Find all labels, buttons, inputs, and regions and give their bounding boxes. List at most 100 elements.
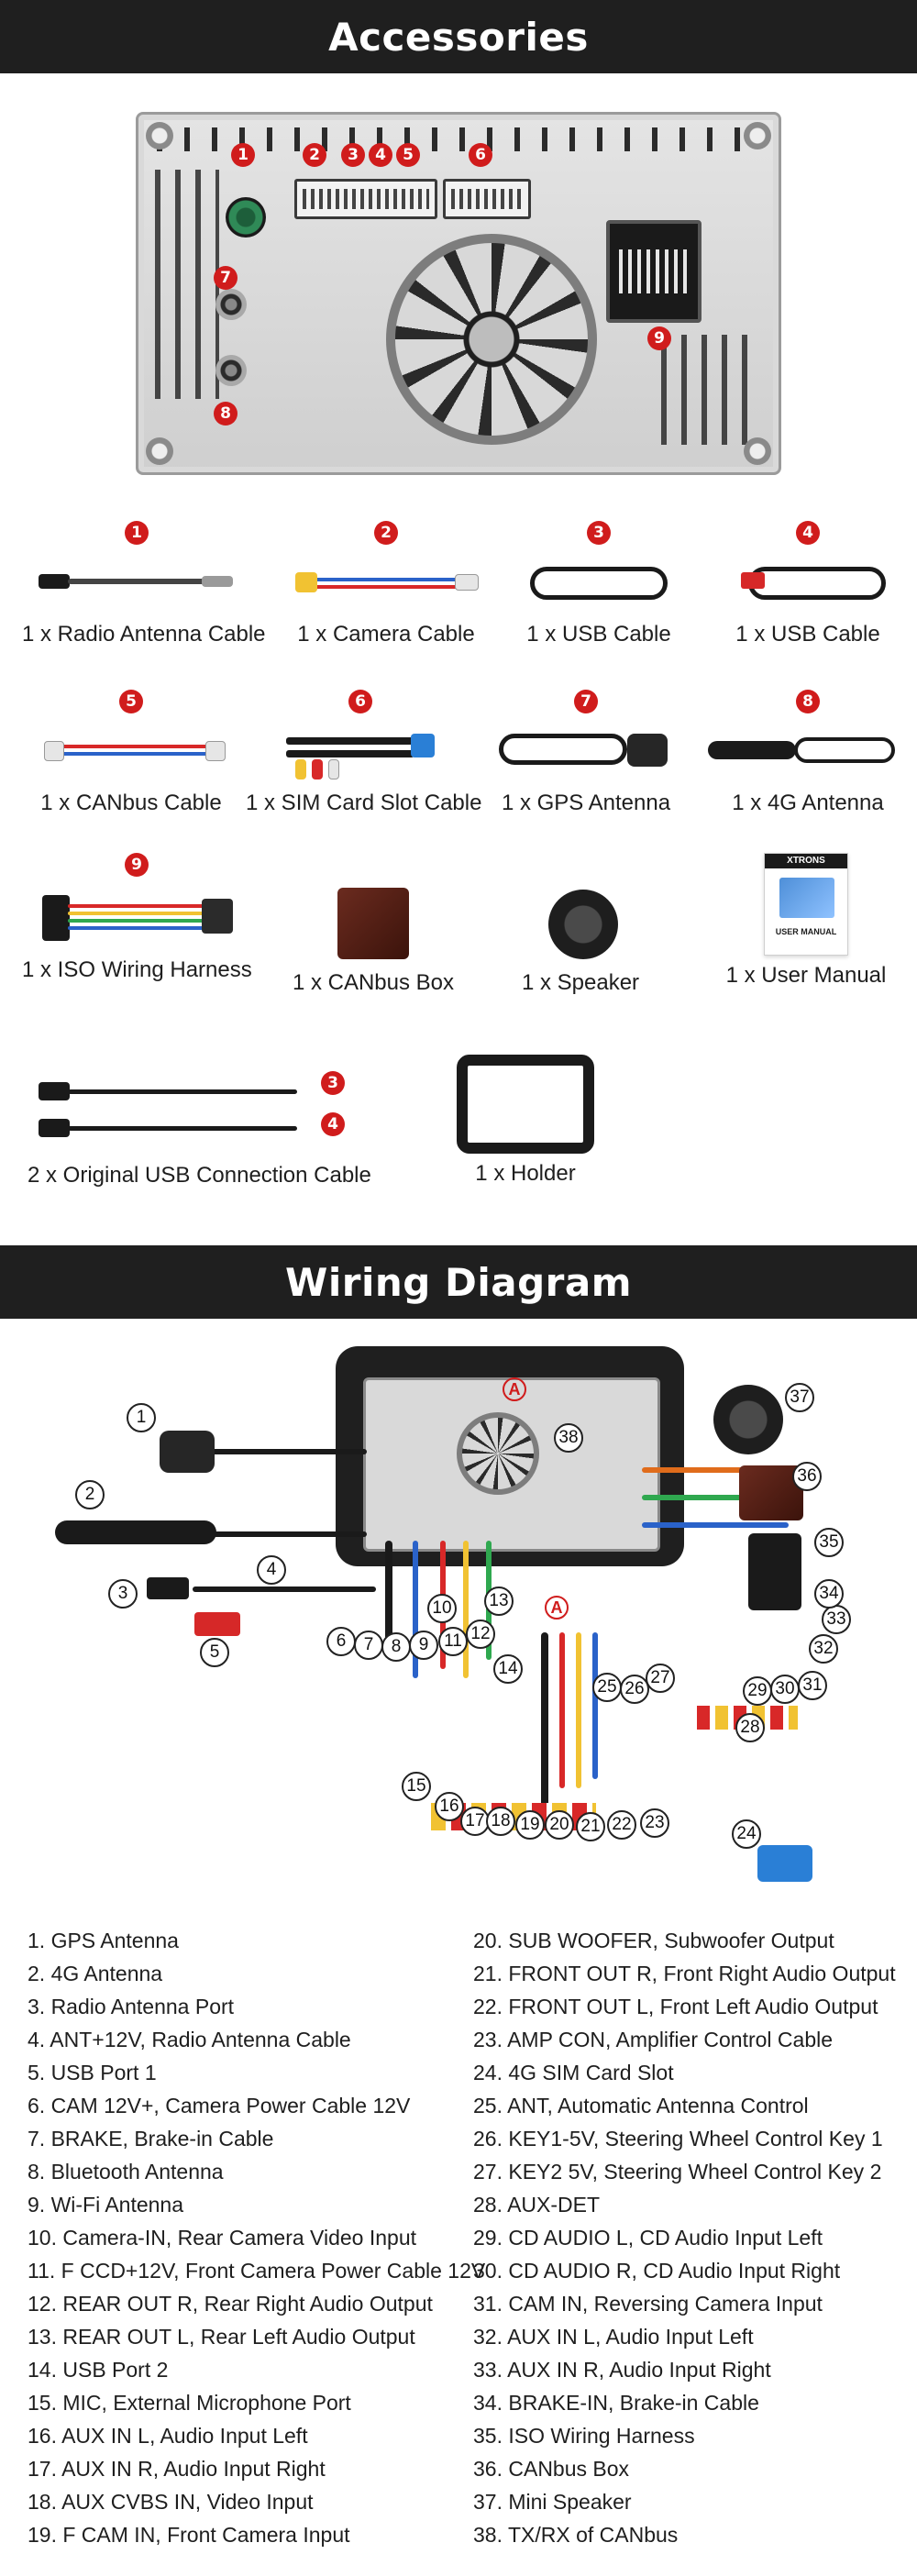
canbus-box-image [259, 886, 488, 963]
legend-item: 33. AUX IN R, Audio Input Right [473, 2358, 771, 2382]
wire [642, 1495, 789, 1500]
mini-speaker-device [713, 1385, 783, 1454]
iso-socket [606, 220, 702, 323]
wiring-callout-13: 13 [484, 1587, 514, 1616]
accessory-badge: 5 [119, 690, 143, 713]
accessory-label: 1 x Radio Antenna Cable [22, 622, 266, 647]
wiring-legend-right: 20. SUB WOOFER, Subwoofer Output 21. FRO… [473, 1924, 896, 2551]
accessory-label: 1 x CANbus Cable [40, 790, 222, 815]
accessory-canbus-cable: 5 1 x CANbus Cable [17, 690, 246, 816]
accessory-gps-antenna: 7 1 x GPS Antenna [471, 690, 701, 816]
unit-badge-6: 6 [469, 143, 492, 167]
wire [413, 1541, 418, 1678]
sim-card-slot-device [757, 1845, 812, 1882]
legend-item: 32. AUX IN L, Audio Input Left [473, 2325, 754, 2349]
camera-cable-image [271, 554, 501, 614]
legend-item: 10. Camera-IN, Rear Camera Video Input [28, 2226, 416, 2250]
wiring-callout-16: 16 [435, 1792, 464, 1821]
accessories-title: Accessories [328, 14, 589, 60]
legend-item: 27. KEY2 5V, Steering Wheel Control Key … [473, 2160, 882, 2184]
legend-item: 3. Radio Antenna Port [28, 1995, 235, 2018]
holder-image [411, 1051, 640, 1154]
wire [559, 1632, 565, 1788]
unit-badge-8: 8 [214, 402, 238, 426]
legend-item: 22. FRONT OUT L, Front Left Audio Output [473, 1995, 878, 2018]
mount-screw [146, 437, 173, 465]
usb-port-1 [194, 1612, 240, 1636]
cooling-fan [386, 234, 597, 445]
wire [211, 1531, 367, 1537]
wiring-callout-20: 20 [545, 1810, 574, 1840]
wire [642, 1467, 789, 1473]
wire [541, 1632, 548, 1807]
legend-item: 20. SUB WOOFER, Subwoofer Output [473, 1929, 834, 1952]
mount-screw [744, 437, 771, 465]
legend-item: 6. CAM 12V+, Camera Power Cable 12V [28, 2094, 411, 2117]
accessory-badge: 9 [125, 853, 149, 877]
accessory-label: 1 x Camera Cable [297, 622, 475, 647]
wire [592, 1632, 598, 1779]
vent-slots-right [661, 335, 762, 445]
accessory-label: 1 x 4G Antenna [732, 790, 884, 815]
accessory-label: 1 x SIM Card Slot Cable [246, 790, 482, 815]
wiring-callout-36: 36 [792, 1462, 822, 1491]
wiring-callout-8: 8 [381, 1632, 411, 1662]
accessory-iso-wiring-harness: 9 1 x ISO Wiring Harness [22, 853, 252, 983]
legend-item: 34. BRAKE-IN, Brake-in Cable [473, 2391, 759, 2415]
legend-item: 7. BRAKE, Brake-in Cable [28, 2127, 274, 2150]
legend-item: 18. AUX CVBS IN, Video Input [28, 2490, 314, 2514]
legend-item: 4. ANT+12V, Radio Antenna Cable [28, 2028, 351, 2051]
legend-item: 15. MIC, External Microphone Port [28, 2391, 351, 2415]
legend-item: 28. AUX-DET [473, 2193, 601, 2217]
unit-badge-7: 7 [214, 266, 238, 290]
legend-item: 5. USB Port 1 [28, 2061, 157, 2084]
wiring-callout-25: 25 [592, 1673, 622, 1702]
legend-item: 8. Bluetooth Antenna [28, 2160, 224, 2184]
accessory-usb-cable-3: 3 1 x USB Cable [484, 521, 713, 647]
accessory-label: 1 x User Manual [725, 963, 887, 988]
mount-screw [146, 122, 173, 149]
wiring-callout-2: 2 [75, 1480, 105, 1509]
wiring-diagram: A A 1 2 3 4 5 6 7 8 9 10 11 12 13 14 15 … [0, 1321, 917, 1917]
mount-screw [744, 122, 771, 149]
wiring-callout-21: 21 [576, 1812, 605, 1841]
wiring-callout-22: 22 [607, 1810, 636, 1840]
wiring-callout-24: 24 [732, 1819, 761, 1849]
wire [193, 1587, 376, 1592]
4g-port [215, 355, 247, 386]
radio-antenna-port [226, 197, 266, 238]
legend-item: 11. F CCD+12V, Front Camera Power Cable … [28, 2259, 486, 2283]
accessory-badge: 8 [796, 690, 820, 713]
accessory-usb-cable-4: 4 1 x USB Cable [693, 521, 917, 647]
wiring-callout-10: 10 [427, 1594, 457, 1623]
wiring-callout-11: 11 [438, 1627, 468, 1656]
accessory-label: 1 x GPS Antenna [501, 790, 671, 815]
wiring-callout-35: 35 [814, 1528, 844, 1557]
wiring-callout-15: 15 [402, 1772, 431, 1801]
legend-item: 25. ANT, Automatic Antenna Control [473, 2094, 809, 2117]
accessory-badge: 1 [125, 521, 149, 545]
accessory-speaker: 1 x Speaker [466, 877, 695, 996]
legend-item: 26. KEY1-5V, Steering Wheel Control Key … [473, 2127, 883, 2150]
wire [193, 1449, 367, 1454]
radio-antenna-plug [147, 1577, 189, 1599]
usb-cable-badge-3: 3 [321, 1071, 345, 1095]
accessory-canbus-box: 1 x CANbus Box [259, 877, 488, 996]
accessory-label: 2 x Original USB Connection Cable [28, 1163, 371, 1188]
usb-cable-image [484, 554, 713, 614]
legend-item: 1. GPS Antenna [28, 1929, 179, 1952]
radio-antenna-cable-image [22, 554, 251, 614]
wiring-callout-5: 5 [200, 1638, 229, 1667]
legend-item: 21. FRONT OUT R, Front Right Audio Outpu… [473, 1962, 896, 1985]
legend-item: 2. 4G Antenna [28, 1962, 163, 1985]
accessory-original-usb-cables: 2 x Original USB Connection Cable [28, 1064, 376, 1188]
wiring-callout-18: 18 [486, 1807, 515, 1836]
unit-badge-4: 4 [369, 143, 392, 167]
accessories-banner: Accessories [0, 0, 917, 73]
wiring-callout-23: 23 [640, 1808, 669, 1838]
wiring-banner: Wiring Diagram [0, 1245, 917, 1319]
iso-wiring-harness-image [22, 886, 251, 950]
connector-block-2-5 [294, 179, 437, 219]
wire [463, 1541, 469, 1678]
accessory-sim-card-slot-cable: 6 1 x SIM Card Slot Cable [246, 690, 482, 816]
